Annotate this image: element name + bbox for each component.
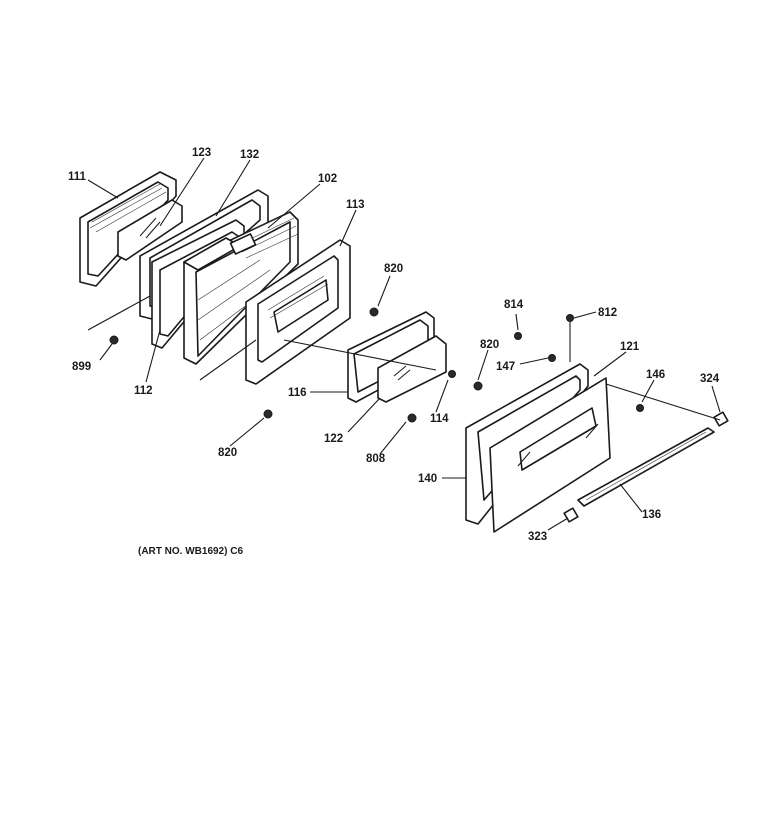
label-820-left: 820 [218, 447, 237, 459]
screw-899 [109, 335, 119, 345]
label-808: 808 [366, 453, 386, 465]
label-899: 899 [72, 361, 91, 373]
label-122: 122 [324, 433, 343, 445]
leader-lines [87, 157, 721, 531]
part-113-inner-door-panel [245, 239, 351, 385]
label-820-mid: 820 [480, 339, 499, 351]
label-323: 323 [528, 531, 547, 543]
label-114: 114 [430, 413, 449, 425]
label-146: 146 [646, 369, 665, 381]
label-113: 113 [346, 199, 365, 211]
screw-820-left [263, 409, 273, 419]
screw-146 [636, 404, 644, 412]
label-814: 814 [504, 299, 524, 311]
screw-147 [548, 354, 556, 362]
part-102-insulation-box [183, 211, 299, 365]
part-123-glass [117, 199, 183, 261]
label-140: 140 [418, 473, 437, 485]
screw-814 [514, 332, 522, 340]
part-121-outer-glass [489, 377, 611, 533]
label-147: 147 [496, 361, 515, 373]
label-132: 132 [240, 149, 259, 161]
label-820-top: 820 [384, 263, 403, 275]
label-812: 812 [598, 307, 617, 319]
label-123: 123 [192, 147, 211, 159]
screw-808 [407, 413, 417, 423]
label-112: 112 [134, 385, 153, 397]
label-116: 116 [288, 387, 307, 399]
screw-820-mid [473, 381, 483, 391]
art-number-caption: (ART NO. WB1692) C6 [138, 546, 243, 557]
label-324: 324 [700, 373, 720, 385]
label-111: 111 [68, 171, 87, 183]
label-102: 102 [318, 173, 337, 185]
screw-820-top [369, 307, 379, 317]
label-136: 136 [642, 509, 661, 521]
part-122-glass [377, 335, 447, 403]
label-121: 121 [620, 341, 640, 353]
part-324-end-cap [713, 411, 729, 427]
part-323-end-cap [563, 507, 579, 523]
part-136-handle [577, 427, 715, 507]
part-114-bracket [448, 370, 456, 378]
screw-812 [566, 314, 574, 322]
